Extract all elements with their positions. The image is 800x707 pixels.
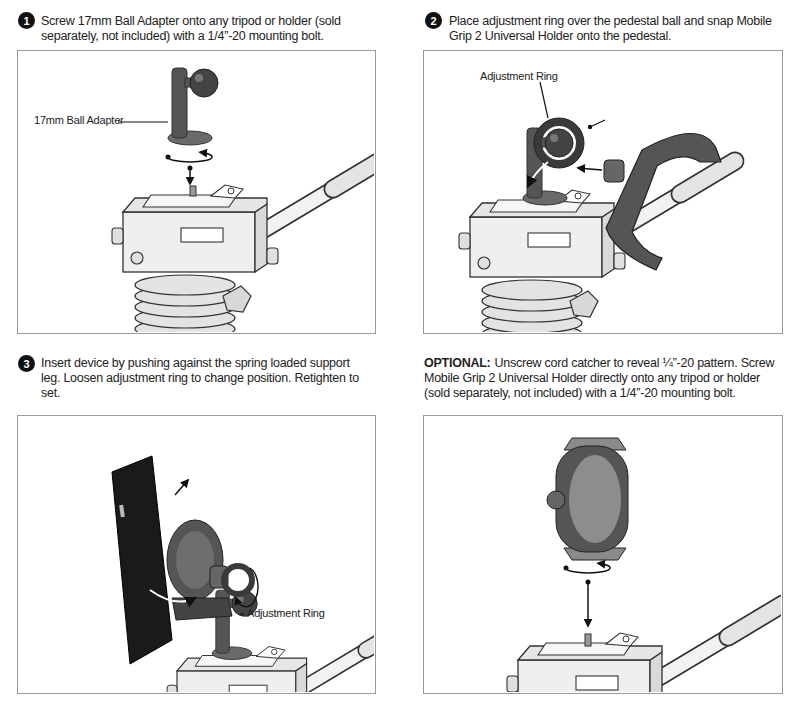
instruction-text: Insert device by pushing against the spr… (41, 356, 359, 400)
part-label: Adjustment Ring (247, 607, 325, 619)
instruction-text: Place adjustment ring over the pedestal … (449, 14, 772, 43)
step-number: 3 (18, 355, 35, 372)
part-label: Adjustment Ring (480, 70, 558, 82)
step-heading: OPTIONAL:Unscrew cord catcher to reveal … (424, 356, 779, 401)
step-panel: Place adjustment ring over the pedestal … (423, 50, 783, 334)
step-heading: Insert device by pushing against the spr… (41, 356, 371, 401)
step-number: 1 (18, 12, 35, 29)
step-heading: Screw 17mm Ball Adapter onto any tripod … (41, 14, 371, 44)
callout-number: 2 (430, 15, 436, 27)
step-panel: Screw 17mm Ball Adapter onto any tripod … (17, 50, 376, 334)
step-panel: Insert device by pushing against the spr… (17, 415, 376, 694)
instruction-text: Screw 17mm Ball Adapter onto any tripod … (41, 14, 341, 43)
step-heading: Place adjustment ring over the pedestal … (449, 14, 779, 44)
part-label: 17mm Ball Adapter (34, 114, 124, 126)
callout-number: 1 (23, 15, 29, 27)
callout-number: 3 (23, 358, 29, 370)
step-panel: OPTIONAL:Unscrew cord catcher to reveal … (423, 415, 783, 694)
step-number: 2 (425, 12, 442, 29)
instruction-text: OPTIONAL: (424, 356, 491, 370)
